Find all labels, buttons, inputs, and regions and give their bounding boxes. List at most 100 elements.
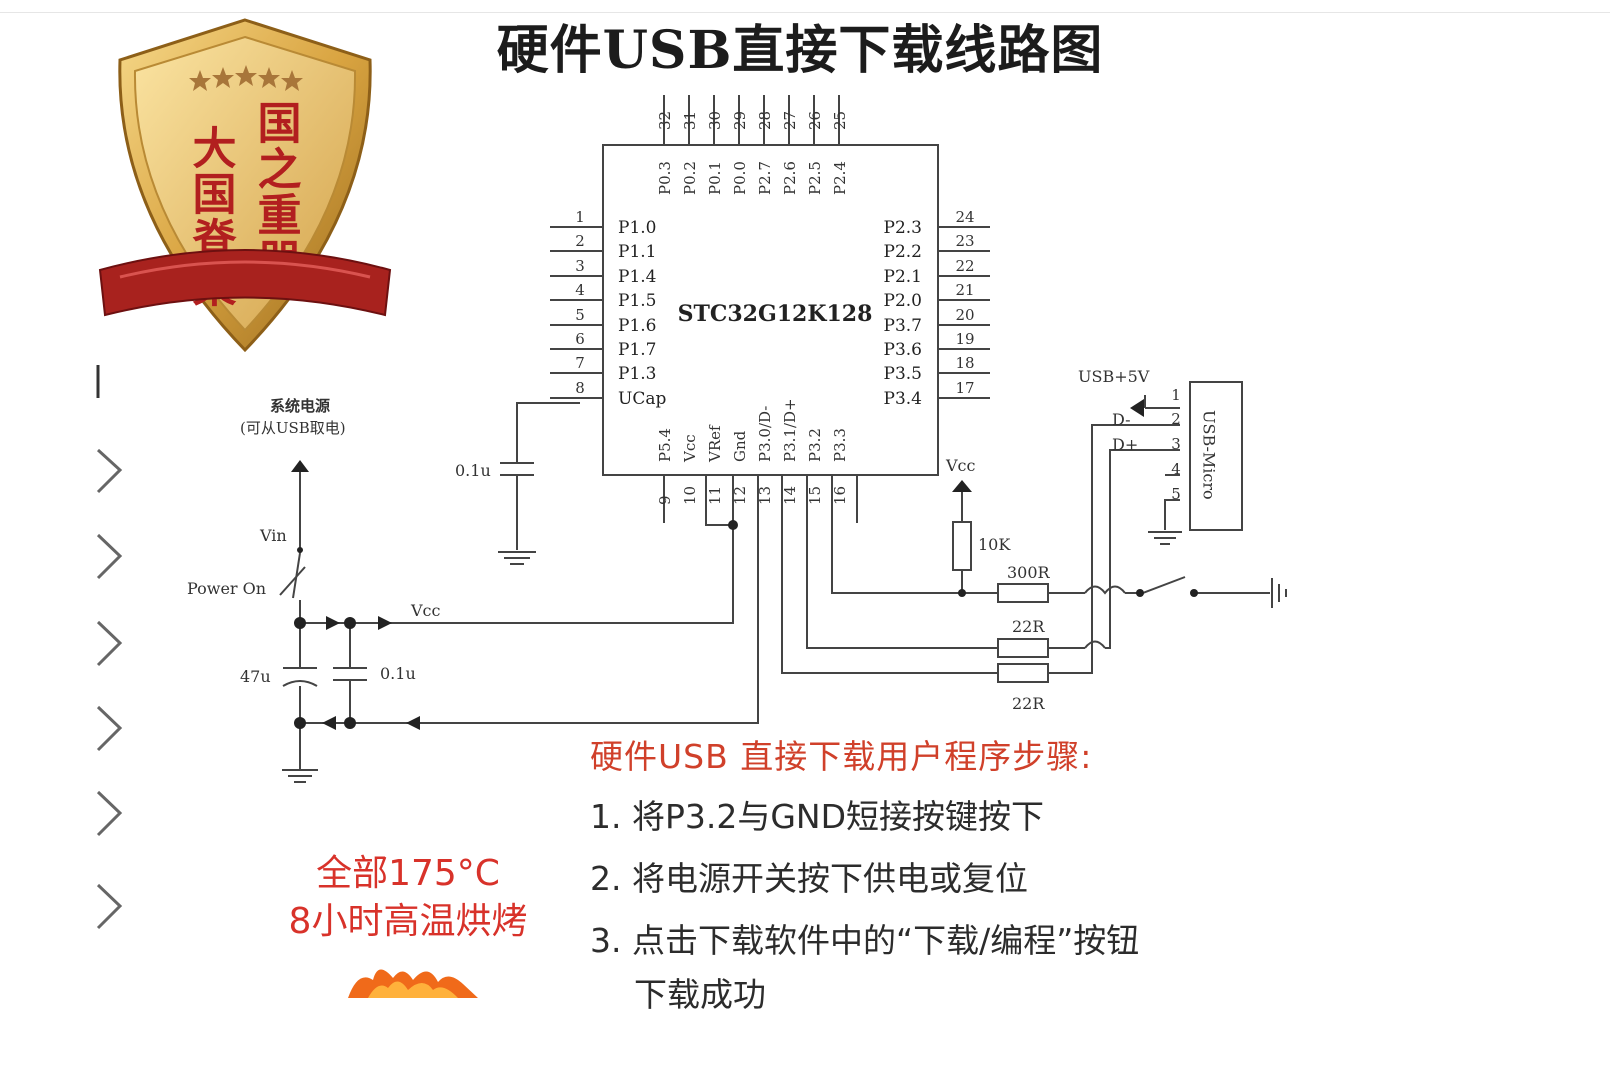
d-minus-label: D- <box>1112 410 1131 429</box>
pin-label-26: P2.5 <box>806 161 824 195</box>
chip-pins: 32P0.331P0.230P0.129P0.028P2.727P2.626P2… <box>550 95 1181 523</box>
vcc-wire-label: Vcc <box>410 601 441 620</box>
pin-num-21: 21 <box>955 281 974 299</box>
pin-label-5: P1.6 <box>618 316 656 336</box>
pin-label-8: UCap <box>618 389 666 409</box>
pin-label-12: Gnd <box>731 430 749 462</box>
r-22a-label: 22R <box>1012 617 1045 636</box>
pin-num-10: 10 <box>681 486 699 505</box>
chip-body <box>602 144 939 476</box>
flame-icon <box>348 969 478 998</box>
pin-num-30: 30 <box>706 111 724 130</box>
usb-pin-num-3: 3 <box>1171 435 1181 453</box>
pin-num-25: 25 <box>831 111 849 130</box>
usb-pin-num-5: 5 <box>1171 485 1181 503</box>
pin-num-3: 3 <box>575 257 585 275</box>
pin-num-5: 5 <box>575 306 585 324</box>
step-1: 1. 将P3.2与GND短接按键按下 <box>590 797 1045 836</box>
usb-connector <box>1189 381 1243 531</box>
usb-pin-num-2: 2 <box>1171 410 1181 428</box>
pin-num-12: 12 <box>731 486 749 505</box>
download-steps: 硬件USB 直接下载用户程序步骤: 1. 将P3.2与GND短接按键按下 2. … <box>590 730 1290 1016</box>
pin-num-4: 4 <box>575 281 585 299</box>
step-2: 2. 将电源开关按下供电或复位 <box>590 859 1028 898</box>
pin-label-20: P3.7 <box>884 316 922 336</box>
pin-label-18: P3.5 <box>884 364 922 384</box>
pin-num-18: 18 <box>955 354 974 372</box>
pin-label-15: P3.2 <box>806 428 824 462</box>
bake-line-1: 全部175°C <box>316 853 500 894</box>
usb-pin-num-1: 1 <box>1171 386 1181 404</box>
pin-num-26: 26 <box>806 111 824 130</box>
shield-badge: 大国脊梁 国之重器 <box>98 18 392 353</box>
pin-label-30: P0.1 <box>706 161 724 195</box>
power-on-label: Power On <box>187 579 266 598</box>
pin-label-14: P3.1/D+ <box>781 398 799 462</box>
pin-label-22: P2.1 <box>884 267 922 287</box>
pin-num-31: 31 <box>681 111 699 130</box>
pin-label-4: P1.5 <box>618 291 656 311</box>
pin-label-3: P1.4 <box>618 267 656 287</box>
pin-label-31: P0.2 <box>681 161 699 195</box>
pin-label-1: P1.0 <box>618 218 656 238</box>
pin-label-19: P3.6 <box>884 340 922 360</box>
r-300-label: 300R <box>1007 563 1051 582</box>
pin-num-23: 23 <box>955 232 974 250</box>
cap-01u-label: 0.1u <box>380 664 416 683</box>
pin-num-32: 32 <box>656 111 674 130</box>
arrows <box>291 399 1144 730</box>
d-plus-label: D+ <box>1112 435 1138 454</box>
pin-num-24: 24 <box>955 208 974 226</box>
pin-num-14: 14 <box>781 486 799 505</box>
pin-num-2: 2 <box>575 232 585 250</box>
power-title: 系统电源 <box>270 397 330 415</box>
steps-heading: 硬件USB 直接下载用户程序步骤: <box>590 737 1093 776</box>
pin-label-16: P3.3 <box>831 428 849 462</box>
top-divider <box>0 12 1610 13</box>
pin-label-7: P1.3 <box>618 364 656 384</box>
vcc-top-label: Vcc <box>945 456 976 475</box>
pin-num-7: 7 <box>575 354 585 372</box>
pin-label-21: P2.0 <box>884 291 922 311</box>
pin-num-22: 22 <box>955 257 974 275</box>
pin-num-19: 19 <box>955 330 974 348</box>
pin-label-17: P3.4 <box>884 389 922 409</box>
pin-label-28: P2.7 <box>756 161 774 195</box>
pin-num-17: 17 <box>955 379 974 397</box>
step-3: 3. 点击下载软件中的“下载/编程”按钮 <box>590 921 1140 960</box>
pin-label-2: P1.1 <box>618 242 656 262</box>
usb-5v-label: USB+5V <box>1078 367 1150 386</box>
usb-pin-num-4: 4 <box>1171 460 1181 478</box>
pin-label-24: P2.3 <box>884 218 922 238</box>
pin-num-6: 6 <box>575 330 585 348</box>
pin-num-27: 27 <box>781 111 799 130</box>
pin-num-15: 15 <box>806 486 824 505</box>
star-row <box>189 65 303 91</box>
pin-label-27: P2.6 <box>781 161 799 195</box>
pin-num-9: 9 <box>656 495 674 505</box>
bake-line-2: 8小时高温烘烤 <box>288 901 528 942</box>
pin-num-8: 8 <box>575 379 585 397</box>
chip-name: STC32G12K128 <box>678 301 873 327</box>
usb-name-label: USB-Micro <box>1200 410 1219 500</box>
pin-label-25: P2.4 <box>831 161 849 195</box>
pin-num-11: 11 <box>706 486 724 505</box>
pin-label-13: P3.0/D- <box>756 406 774 462</box>
pin-num-20: 20 <box>955 306 974 324</box>
pin-label-10: Vcc <box>681 434 699 463</box>
pin-num-16: 16 <box>831 486 849 505</box>
vin-label: Vin <box>259 526 287 545</box>
pin-label-32: P0.3 <box>656 161 674 195</box>
pin-label-23: P2.2 <box>884 242 922 262</box>
pin-label-29: P0.0 <box>731 161 749 195</box>
left-chevron-strip <box>96 365 123 930</box>
ucap-cap-label: 0.1u <box>455 461 491 480</box>
pin-label-11: VRef <box>706 424 724 463</box>
r-10k-label: 10K <box>978 535 1011 554</box>
r-22b-label: 22R <box>1012 694 1045 713</box>
pin-num-28: 28 <box>756 111 774 130</box>
bake-text: 全部175°C 8小时高温烘烤 <box>258 850 558 946</box>
step-3-continuation: 下载成功 <box>634 975 766 1014</box>
